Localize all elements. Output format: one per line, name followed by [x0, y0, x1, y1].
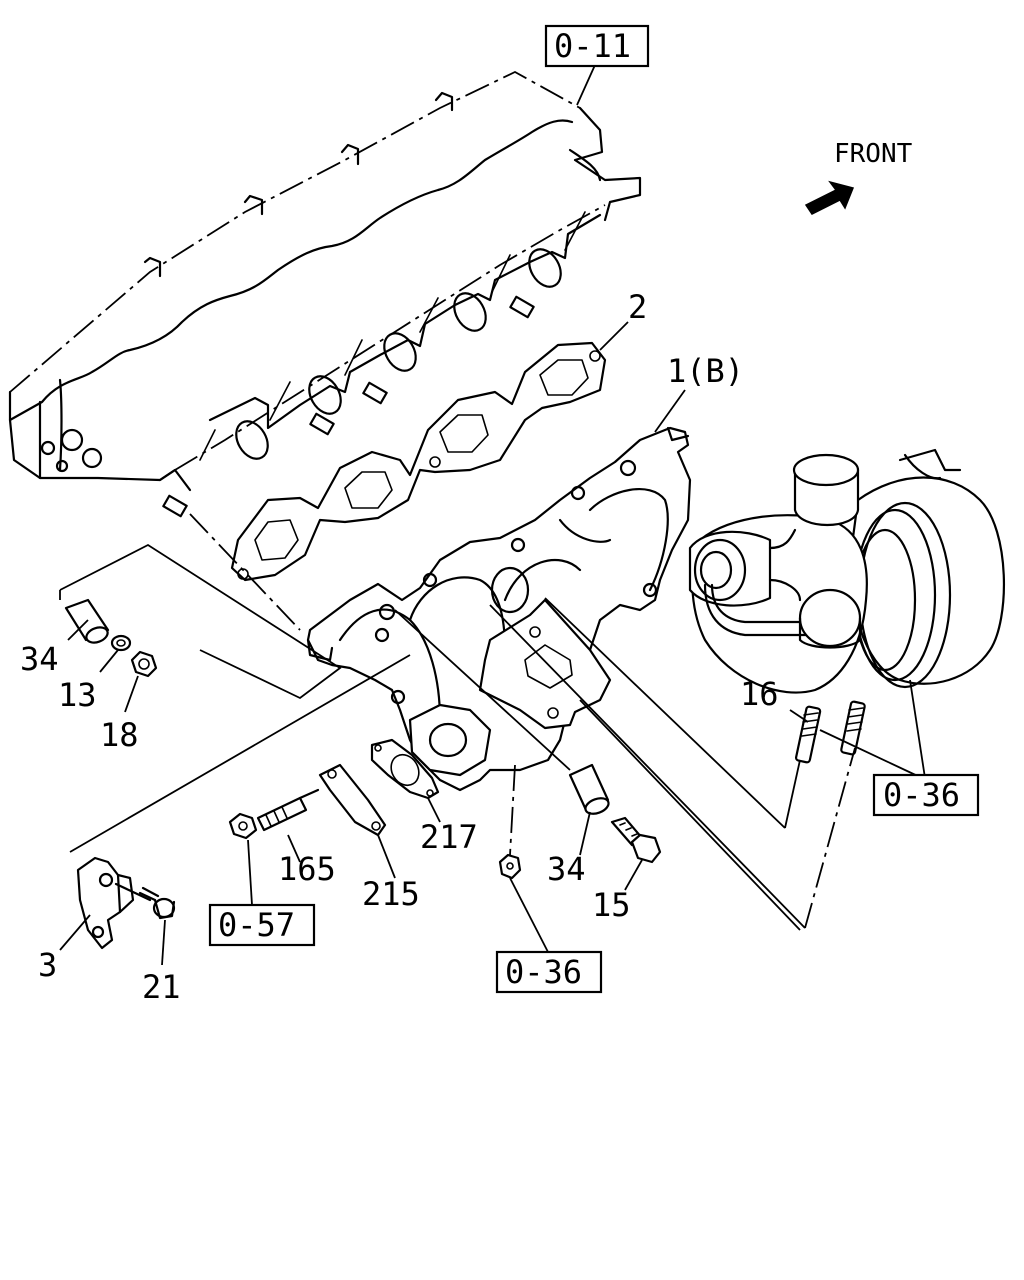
svg-text:0-57: 0-57 [218, 906, 295, 944]
svg-text:0-11: 0-11 [554, 27, 631, 65]
plate-215 [318, 763, 387, 837]
part-label-21: 21 [142, 968, 181, 1006]
front-indicator: FRONT [804, 139, 913, 215]
front-label: FRONT [834, 139, 913, 169]
bolt-21 [114, 882, 176, 920]
gasket-217 [370, 738, 440, 800]
part-label-217: 217 [420, 818, 478, 856]
part-label-34-left: 34 [20, 640, 59, 678]
part-label-15: 15 [592, 886, 631, 924]
part-label-13: 13 [58, 676, 97, 714]
part-label-3: 3 [38, 946, 57, 984]
ref-0-36-right[interactable]: 0-36 [872, 773, 980, 817]
washer-13 [110, 634, 132, 652]
dowel-sleeve-right [568, 763, 610, 815]
part-label-16: 16 [740, 675, 779, 713]
part-label-18: 18 [100, 716, 139, 754]
ref-0-11[interactable]: 0-11 [544, 24, 650, 68]
assembly-lines [59, 513, 856, 931]
dowel-sleeve-left [64, 598, 110, 644]
leader-lines [59, 64, 926, 966]
nut-057 [228, 812, 258, 840]
exhaust-manifold-gasket [230, 341, 607, 582]
svg-text:0-36: 0-36 [505, 953, 582, 991]
bracket [76, 856, 135, 950]
part-label-34-right: 34 [547, 850, 586, 888]
part-label-2: 2 [628, 288, 647, 326]
ref-0-36-bottom[interactable]: 0-36 [495, 950, 603, 994]
part-label-215: 215 [362, 875, 420, 913]
part-label-1b: 1(B) [667, 352, 744, 390]
cylinder-head [8, 70, 642, 518]
nut-036-bottom [498, 853, 522, 880]
bolt-15 [610, 816, 662, 864]
ref-0-57[interactable]: 0-57 [208, 903, 316, 947]
stud-165 [256, 788, 320, 832]
front-arrow-icon [804, 180, 855, 215]
part-label-165: 165 [278, 850, 336, 888]
studs-16 [794, 700, 866, 764]
svg-text:0-36: 0-36 [883, 776, 960, 814]
turbocharger [688, 448, 1006, 694]
nut-18 [130, 650, 158, 678]
